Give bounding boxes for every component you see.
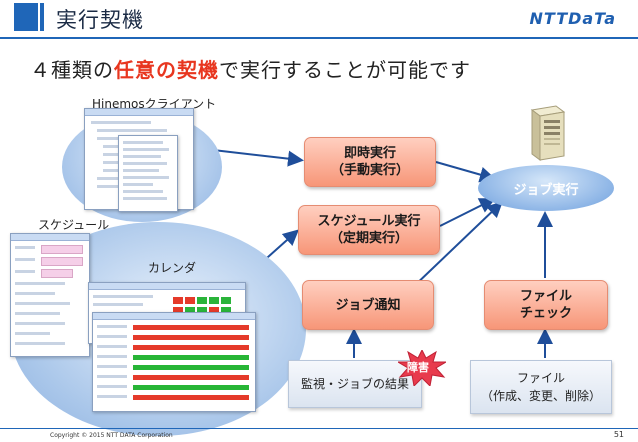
file-event-sublabel: （作成、変更、削除） [480,389,601,403]
hazard-burst-icon [398,350,446,386]
slide-subtitle: ４種類の任意の契機で実行することが可能です [30,54,471,83]
arrow-client-to-immediate [212,149,304,167]
arrow-scheduled-to-job [439,198,496,227]
footer-divider [0,428,638,429]
immediate-run-label: 即時実行 [343,146,396,161]
page-title: 実行契機 [56,8,144,32]
job-run-label: ジョブ実行 [513,182,579,198]
copyright-text: Copyright © 2015 NTT DATA Corporation [50,432,173,439]
subtitle-prefix: ４種類の [30,58,114,82]
client-label: Hinemosクライアント [92,97,217,111]
file-check-box[interactable]: ファイル チェック [484,280,608,330]
header-divider [0,37,638,39]
monitor-result-box[interactable]: 監視・ジョブの結果 [288,360,422,408]
page-number: 51 [613,430,624,439]
file-check-sublabel: チェック [519,306,572,321]
job-run-node[interactable]: ジョブ実行 [478,165,614,211]
schedule-label: スケジュール [38,218,110,232]
file-event-box[interactable]: ファイル （作成、変更、削除） [470,360,612,414]
schedule-dialog-screenshot [10,233,90,357]
client-context-menu-screenshot [118,135,178,212]
job-notify-box[interactable]: ジョブ通知 [302,280,434,330]
calendar-label: カレンダ [148,261,197,275]
scheduled-run-sublabel: （定期実行） [329,231,408,246]
job-notify-label: ジョブ通知 [335,297,401,313]
file-check-label: ファイル [519,289,572,304]
server-icon [530,105,566,161]
ntt-data-logo: NTTDaTa [529,9,616,28]
hazard-label: 障害 [407,361,429,374]
scheduled-run-box[interactable]: スケジュール実行 （定期実行） [298,205,440,255]
arrow-notify-to-job [409,201,503,291]
immediate-run-box[interactable]: 即時実行 （手動実行） [304,137,436,187]
monitor-result-label: 監視・ジョブの結果 [300,377,409,391]
scheduled-run-label: スケジュール実行 [317,214,421,229]
header-accent-bar [14,3,38,31]
file-event-label: ファイル [516,371,565,385]
header-accent-bar-thin [40,3,44,31]
immediate-run-sublabel: （手動実行） [330,163,409,178]
arrow-immediate-to-job [435,161,496,183]
header [0,0,638,36]
calendar-timeline-screenshot [92,312,256,412]
subtitle-suffix: で実行することが可能です [219,58,471,82]
subtitle-highlight: 任意の契機 [114,58,219,82]
